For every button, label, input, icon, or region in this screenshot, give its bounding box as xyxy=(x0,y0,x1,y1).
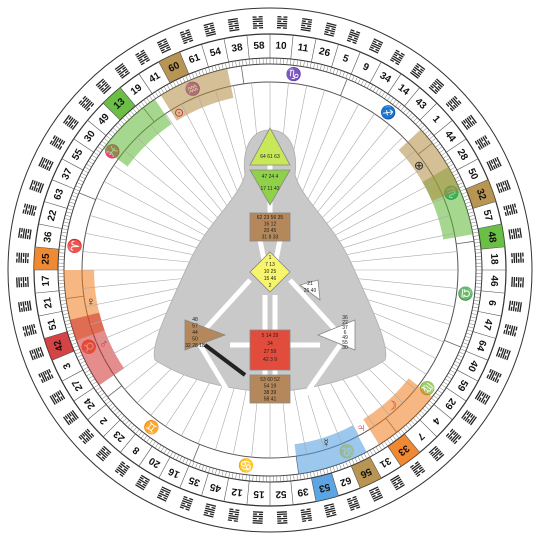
ajna-gates-low: 17 11 43 xyxy=(260,186,279,192)
spleen-gate-row: 32 28 18 xyxy=(185,343,205,349)
hexagram-line xyxy=(253,23,257,24)
hexagram-line xyxy=(516,277,517,281)
hexagram-line xyxy=(277,20,281,21)
gate-label: 10 xyxy=(275,41,287,53)
hexagram-line xyxy=(518,253,519,257)
hexagram-line xyxy=(259,514,263,515)
hexagram-line xyxy=(283,16,287,17)
g-gate-row: 15 46 xyxy=(264,276,277,282)
hexagram-line xyxy=(522,253,523,257)
hexagram-line xyxy=(25,283,26,287)
planet-sun-icon: ⊙ xyxy=(174,105,184,119)
root-gate-row: 54 19 xyxy=(264,384,277,390)
spleen-gate-row: 44 xyxy=(192,330,198,336)
ajna-gates: 47 24 4 xyxy=(262,174,279,180)
gate-label: 46 xyxy=(488,275,500,287)
hexagram-line xyxy=(20,277,21,281)
g-gate-row: 10 25 xyxy=(264,269,277,275)
planet-mercury-icon: ☿ xyxy=(322,436,331,450)
zodiac-capricorn-icon: ♑ xyxy=(285,66,303,83)
gate-label: 25 xyxy=(41,253,53,265)
throat-gate-row: 20 45 xyxy=(264,228,277,234)
hexagram-line xyxy=(283,516,287,517)
solar-gate-row: 30 xyxy=(342,345,348,351)
hexagram-line xyxy=(27,253,28,257)
zodiac-cancer-icon: ♋ xyxy=(237,457,255,474)
hexagram-line xyxy=(16,259,17,263)
root-gate-row: 53 60 52 xyxy=(260,377,280,383)
hexagram-line xyxy=(259,27,263,28)
sacral-gate-row: 27 59 xyxy=(264,349,277,355)
planet-mars-icon: ♂ xyxy=(99,337,108,351)
hexagram-line xyxy=(511,253,512,257)
hexagram-line xyxy=(283,27,287,28)
sacral-gate-row: 5 14 29 xyxy=(262,333,279,339)
hexagram-line xyxy=(23,253,24,257)
hexagram-line xyxy=(283,21,287,22)
hexagram-line xyxy=(253,16,257,17)
hexagram-line xyxy=(520,277,521,281)
spleen-gate-row: 57 xyxy=(192,324,198,330)
gate-label: 15 xyxy=(253,488,265,500)
hexagram-line xyxy=(522,259,523,263)
gate-label: 12 xyxy=(230,485,243,498)
hexagram-line xyxy=(259,23,263,24)
hexagram-line xyxy=(277,16,281,17)
hexagram-line xyxy=(277,27,281,28)
sacral-gate-row: 34 xyxy=(267,341,273,347)
planet-jupiter-icon: ♃ xyxy=(357,421,366,435)
hexagram-line xyxy=(277,516,281,517)
throat-gate-row: 16 12 xyxy=(264,222,277,228)
hexagram-line xyxy=(27,259,28,263)
g-gate-row: 2 xyxy=(269,283,272,289)
spleen-gate-row: 48 xyxy=(192,317,198,323)
gate-label: 38 xyxy=(231,42,244,55)
hexagram-line xyxy=(511,259,512,263)
spleen-gate-row: 50 xyxy=(192,337,198,343)
planet-earth-icon: ⊕ xyxy=(414,159,424,173)
gate-label: 21 xyxy=(42,296,55,309)
hexagram-line xyxy=(259,16,263,17)
gate-label: 48 xyxy=(485,231,498,244)
zodiac-libra-icon: ♎ xyxy=(457,285,474,303)
root-gate-row: 38 39 xyxy=(264,390,277,396)
hexagram-line xyxy=(516,283,517,287)
gate-label: 11 xyxy=(297,42,310,54)
g-gate-row: 1 xyxy=(269,255,272,261)
hexagram-line xyxy=(25,277,26,281)
hexagram-line xyxy=(277,520,281,521)
hexagram-line xyxy=(253,27,257,28)
hexagram-line xyxy=(253,518,257,519)
root-gate-row: 58 41 xyxy=(264,397,277,403)
head-gates: 64 61 63 xyxy=(260,154,280,160)
planet-moon-icon: ☽ xyxy=(386,398,397,412)
gate-label: 17 xyxy=(40,275,52,287)
gate-label: 58 xyxy=(253,40,265,52)
g-gate-row: 7 13 xyxy=(265,262,275,268)
hexagram-line xyxy=(259,518,263,519)
hexagram-line xyxy=(518,259,519,263)
hexagram-line xyxy=(253,513,257,514)
hexagram-line xyxy=(283,520,287,521)
throat-gate-row: 62 23 56 35 xyxy=(257,215,284,221)
throat-gate-row: 31 8 33 xyxy=(262,235,279,241)
sacral-gate-row: 42 3 9 xyxy=(263,357,277,363)
ego-gate-row: 21 xyxy=(307,281,313,287)
gate-label: 39 xyxy=(296,485,309,498)
hexagram-line xyxy=(23,259,24,263)
hexagram-line xyxy=(21,283,22,287)
ego-gate-row: 26 40 xyxy=(304,288,317,294)
gate-label: 52 xyxy=(275,488,287,500)
zodiac-aries-icon: ♈ xyxy=(66,237,83,255)
hexagram-line xyxy=(16,253,17,257)
planet-venus-icon: ♀ xyxy=(86,295,95,309)
gate-label: 36 xyxy=(42,230,55,243)
hexagram-line xyxy=(520,283,521,287)
gate-label: 18 xyxy=(488,253,500,265)
